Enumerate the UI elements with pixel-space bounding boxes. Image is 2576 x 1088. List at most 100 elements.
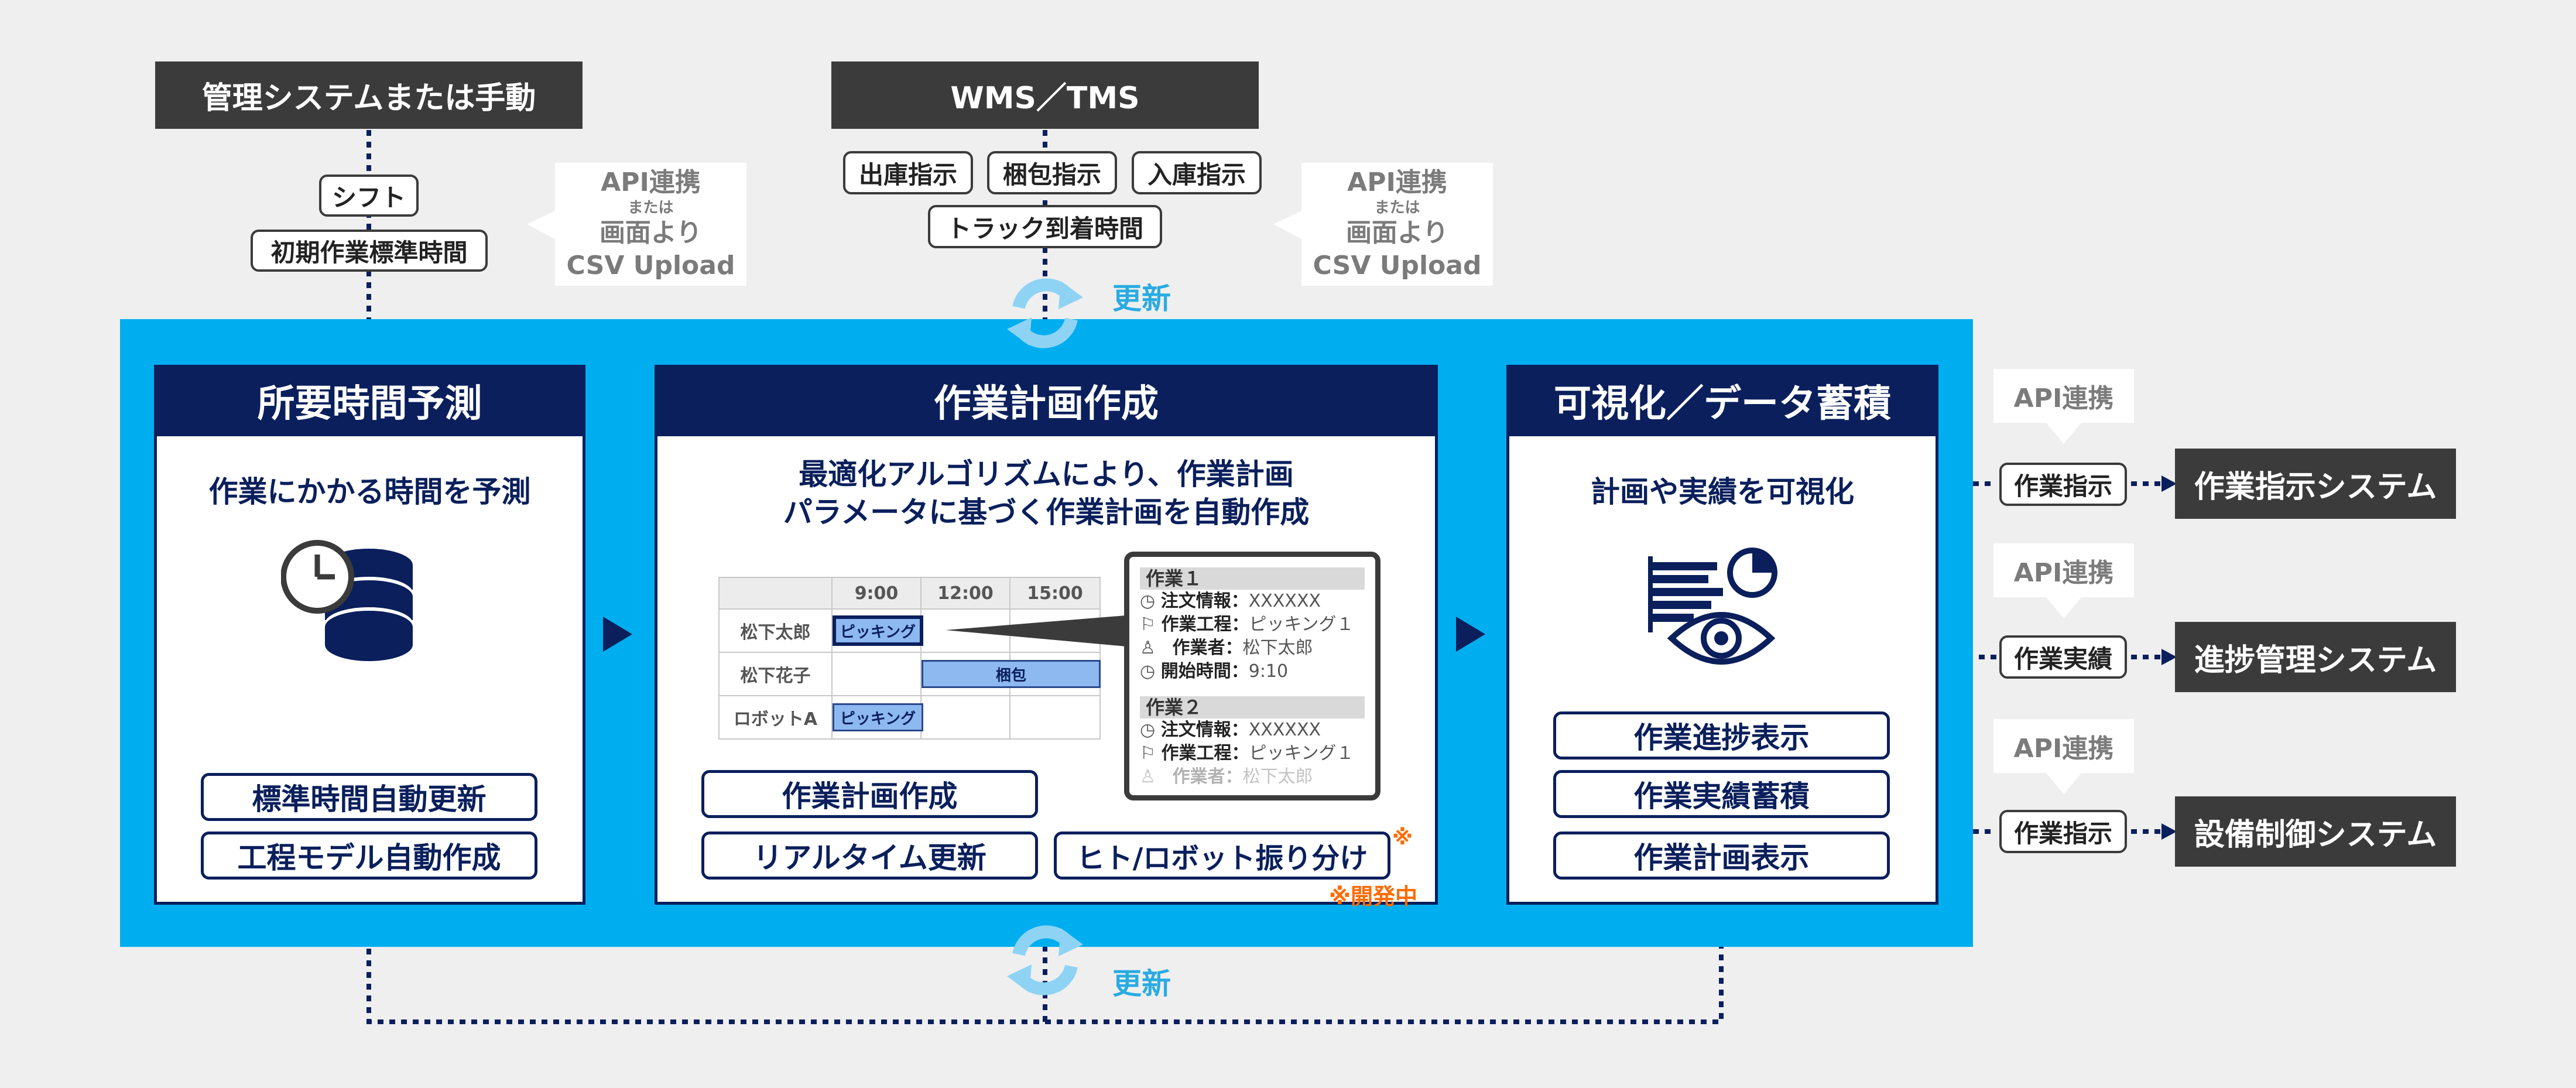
progress-display-button[interactable]: 作業進捗表示: [1553, 711, 1890, 759]
person-icon: ♙: [1140, 767, 1156, 787]
update-label-bottom: 更新: [1112, 967, 1171, 1001]
refresh-icon-top: [1007, 278, 1083, 348]
job1-process-label: 作業工程：: [1161, 614, 1249, 635]
auto-update-std-time-button[interactable]: 標準時間自動更新: [201, 773, 537, 821]
gantt-cell: [920, 695, 1010, 740]
job1-process: ⚐ 作業工程：ピッキング１: [1140, 613, 1365, 637]
api-callout-2: API連携: [1993, 543, 2134, 620]
system-progress-management[interactable]: 進捗管理システム: [2175, 622, 2456, 692]
arrow-to-sys3: [2161, 823, 2177, 840]
api-callout-3: API連携: [1993, 719, 2134, 795]
arrow-to-sys2: [2161, 649, 2177, 665]
panel-planning-subtitle-1: 最適化アルゴリズムにより、作業計画: [799, 457, 1294, 491]
callout-left-line2: または: [628, 199, 674, 217]
system-equipment-control[interactable]: 設備制御システム: [2175, 796, 2456, 867]
api-callout-3-shape: [1993, 719, 2134, 794]
callout-left-line3: 画面より: [599, 218, 703, 248]
flag-icon: ⚐: [1140, 743, 1156, 764]
panel-visualize-title: 可視化／データ蓄積: [1506, 365, 1938, 436]
job1-title: 作業１: [1140, 567, 1365, 590]
job2-title: 作業２: [1140, 696, 1365, 719]
source-wms-tms: WMS／TMS: [831, 61, 1259, 129]
job2-order-label: 注文情報：: [1160, 720, 1249, 740]
input-outbound: 出庫指示: [843, 151, 973, 194]
job1-order-value: XXXXXX: [1248, 591, 1321, 611]
clock-database-icon: [281, 540, 413, 661]
clock-icon: ◷: [1140, 661, 1156, 682]
api-callout-1-shape: [1993, 369, 2134, 444]
link-work-instruction-3: 作業指示: [1999, 810, 2127, 853]
dev-asterisk: ※: [1392, 826, 1413, 850]
gantt-chart: 9:00 12:00 15:00 松下太郎 松下花子 ロボットA ピッキング 梱…: [718, 577, 1101, 741]
gantt-cell: [831, 652, 922, 696]
job1-process-value: ピッキング１: [1249, 614, 1354, 635]
clock-icon: ◷: [1140, 591, 1156, 611]
api-label-3: API連携: [2013, 734, 2114, 764]
refresh-icon-bottom: [1007, 925, 1083, 995]
panel-planning-subtitle-2: パラメータに基づく作業計画を自動作成: [783, 495, 1310, 529]
tooltip-pointer: [946, 615, 1133, 647]
callout-right-line3: 画面より: [1345, 218, 1449, 248]
chart-eye-icon: [1648, 548, 1777, 665]
results-storage-button[interactable]: 作業実績蓄積: [1553, 770, 1890, 818]
callout-right-line4: CSV Upload: [1313, 251, 1482, 280]
job2-order: ◷ 注文情報：XXXXXX: [1140, 719, 1365, 742]
callout-right-line1: API連携: [1347, 167, 1447, 197]
link-work-results: 作業実績: [1999, 635, 2127, 679]
create-plan-button[interactable]: 作業計画作成: [701, 770, 1038, 818]
link-work-instruction-1: 作業指示: [1999, 463, 2127, 506]
job1-worker: ♙ 作業者：松下太郎: [1140, 637, 1365, 660]
job1-start: ◷ 開始時間：9:10: [1140, 660, 1365, 683]
system-work-instruction[interactable]: 作業指示システム: [2175, 449, 2456, 519]
input-shift: シフト: [319, 175, 419, 217]
arrow-right-2: [1456, 617, 1485, 652]
dev-note: ※開発中: [1329, 884, 1417, 909]
job1-order: ◷ 注文情報：XXXXXX: [1140, 590, 1365, 613]
clock-icon: ◷: [1140, 720, 1156, 740]
input-initial-time: 初期作業標準時間: [251, 230, 488, 272]
gantt-time-2: 15:00: [1009, 577, 1101, 610]
job2-worker-value: 松下太郎: [1242, 767, 1313, 787]
api-label-2: API連携: [2013, 558, 2114, 588]
source-mgmt-system: 管理システムまたは手動: [155, 61, 583, 129]
gantt-bar-picking-2[interactable]: ピッキング: [833, 703, 923, 731]
plan-display-button[interactable]: 作業計画表示: [1553, 832, 1890, 880]
human-robot-assign-button[interactable]: ヒト/ロボット振り分け: [1054, 832, 1390, 880]
person-icon: ♙: [1140, 638, 1156, 658]
job2-process-label: 作業工程：: [1161, 743, 1249, 764]
gantt-bar-packing[interactable]: 梱包: [922, 660, 1101, 688]
api-callout-2-shape: [1993, 543, 2134, 618]
panel-prediction-title: 所要時間予測: [154, 365, 585, 436]
input-inbound: 入庫指示: [1132, 151, 1262, 194]
callout-right: API連携 または 画面より CSV Upload: [1273, 163, 1493, 286]
gantt-bar-picking-1[interactable]: ピッキング: [833, 615, 923, 646]
gantt-row-label-2: ロボットA: [718, 695, 833, 740]
job-tooltip: 作業１ ◷ 注文情報：XXXXXX ⚐ 作業工程：ピッキング１ ♙ 作業者：松下…: [1124, 552, 1381, 800]
gantt-row-label-0: 松下太郎: [718, 608, 833, 653]
job1-worker-value: 松下太郎: [1242, 638, 1313, 658]
gantt-time-1: 12:00: [920, 577, 1010, 610]
callout-right-line2: または: [1374, 199, 1420, 217]
job1-start-value: 9:10: [1248, 661, 1289, 682]
input-packing: 梱包指示: [987, 151, 1117, 194]
realtime-update-button[interactable]: リアルタイム更新: [701, 832, 1038, 880]
job2-process: ⚐ 作業工程：ピッキング１: [1140, 742, 1365, 765]
panel-visualize-subtitle: 計画や実績を可視化: [1591, 475, 1854, 509]
job1-start-label: 開始時間：: [1160, 661, 1249, 682]
job2-worker-label: 作業者：: [1172, 767, 1243, 787]
auto-create-process-model-button[interactable]: 工程モデル自動作成: [201, 832, 537, 880]
gantt-cell: [1009, 695, 1101, 740]
flag-icon: ⚐: [1140, 614, 1156, 635]
arrow-right-1: [603, 617, 632, 652]
job2-process-value: ピッキング１: [1249, 743, 1354, 764]
gantt-corner: [718, 577, 833, 610]
input-truck-arrival: トラック到着時間: [928, 205, 1162, 248]
callout-left: API連携 または 画面より CSV Upload: [527, 163, 746, 286]
gantt-time-0: 9:00: [831, 577, 922, 610]
callout-left-line4: CSV Upload: [566, 251, 735, 280]
job2-worker: ♙ 作業者：松下太郎: [1140, 765, 1365, 789]
gantt-row-label-1: 松下花子: [718, 652, 833, 696]
arrow-to-sys1: [2161, 475, 2177, 492]
api-callout-1: API連携: [1993, 369, 2134, 445]
update-label-top: 更新: [1112, 282, 1171, 316]
